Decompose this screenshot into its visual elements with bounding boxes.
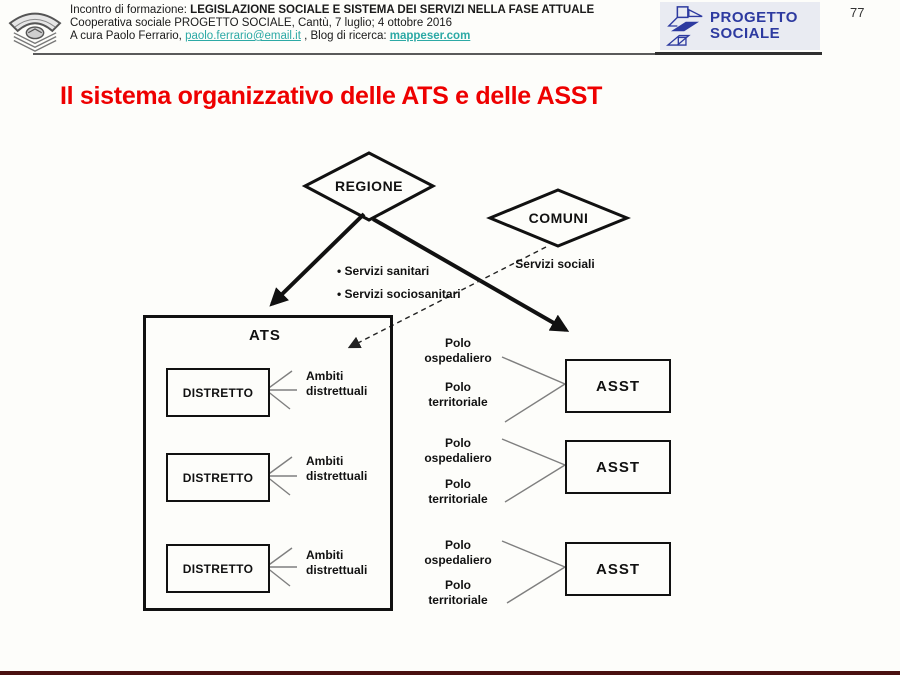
header-divider [33, 53, 822, 55]
slide-title: Il sistema organizzativo delle ATS e del… [60, 82, 603, 110]
logo-word-progetto: PROGETTO [710, 9, 798, 26]
asst-box-2: ASST [565, 440, 671, 494]
email-link[interactable]: paolo.ferrario@email.it [185, 30, 301, 42]
comuni-diamond [486, 188, 631, 248]
bullet-servizi-sociosanitari: • Servizi sociosanitari [337, 287, 461, 301]
dashed-arrow-comuni-to-ats [347, 246, 547, 349]
page-number: 77 [850, 5, 865, 20]
progetto-sociale-logo-icon [665, 6, 703, 46]
asst-box-3: ASST [565, 542, 671, 596]
bullet-servizi-sanitari: • Servizi sanitari [337, 264, 430, 278]
header-text: Incontro di formazione: LEGISLAZIONE SOC… [70, 4, 650, 43]
handshake-book-logo-icon [8, 12, 62, 52]
ats-box [143, 315, 393, 611]
distretto-fan-lines [265, 370, 297, 587]
progetto-sociale-logo-box: PROGETTO SOCIALE [660, 2, 820, 50]
header-line1-prefix: Incontro di formazione: [70, 4, 191, 16]
logo-word-sociale: SOCIALE [710, 25, 781, 42]
distretto-box-1: DISTRETTO [166, 368, 270, 417]
header-line3-middle: , Blog di ricerca: [300, 30, 390, 42]
distretto-box-2: DISTRETTO [166, 453, 270, 502]
header-divider-dark-segment [655, 52, 822, 55]
asst-converge-lines [501, 356, 566, 604]
header-line1: Incontro di formazione: LEGISLAZIONE SOC… [70, 4, 650, 17]
ats-label: ATS [249, 327, 281, 344]
regione-label: REGIONE [334, 178, 404, 194]
header-line3: A cura Paolo Ferrario, paolo.ferrario@em… [70, 30, 650, 43]
asst-box-1: ASST [565, 359, 671, 413]
distretto-box-3: DISTRETTO [166, 544, 270, 593]
servizi-bullets: • Servizi sanitari • Servizi sociosanita… [337, 260, 461, 306]
servizi-sociali-label: Servizi sociali [515, 257, 595, 271]
comuni-label: COMUNI [528, 210, 589, 226]
blog-link[interactable]: mappeser.com [389, 30, 471, 42]
arrow-regione-to-ats [269, 212, 366, 307]
regione-diamond [301, 151, 437, 222]
progetto-sociale-logo-text: PROGETTO SOCIALE [710, 10, 798, 42]
header-line3-prefix: A cura Paolo Ferrario, [70, 30, 186, 42]
header-line2: Cooperativa sociale PROGETTO SOCIALE, Ca… [70, 17, 453, 29]
arrow-regione-to-asst [372, 217, 570, 332]
footer-bar [0, 671, 900, 675]
header-line1-bold: LEGISLAZIONE SOCIALE E SISTEMA DEI SERVI… [190, 4, 595, 16]
